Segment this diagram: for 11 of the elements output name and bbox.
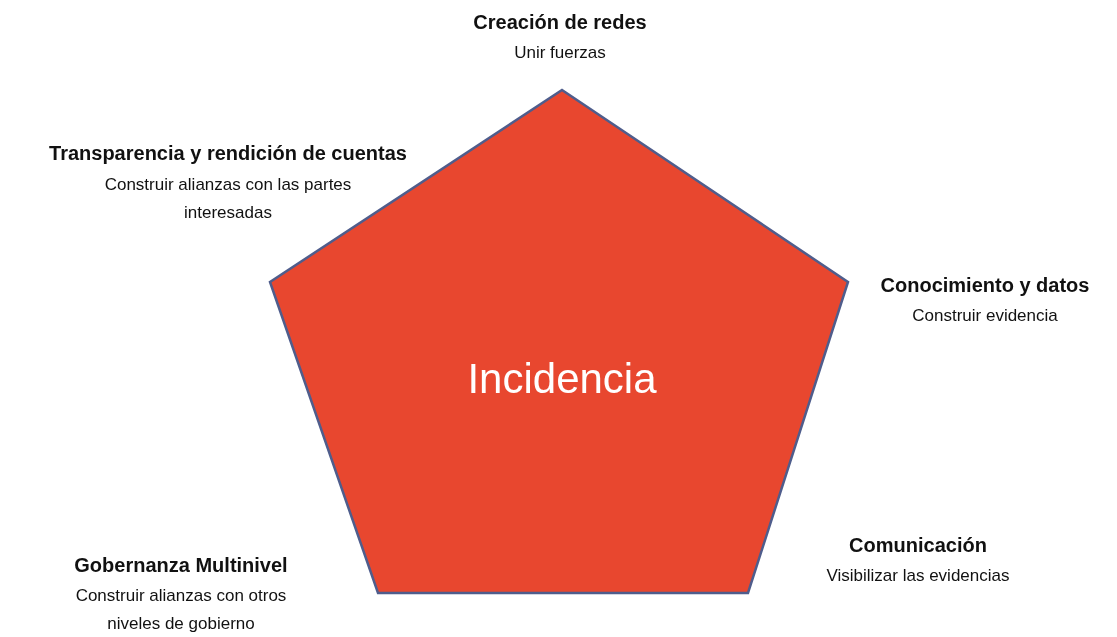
center-title: Incidencia [466, 355, 658, 403]
vertex-heading: Gobernanza Multinivel [73, 553, 289, 578]
vertex-heading: Conocimiento y datos [879, 273, 1091, 298]
vertex-subtitle: Construir alianzas con las partes interesadas [103, 174, 353, 224]
vertex-heading: Transparencia y rendición de cuentas [48, 141, 408, 166]
vertex-subtitle: Unir fuerzas [513, 42, 607, 64]
vertex-subtitle: Visibilizar las evidencias [825, 565, 1011, 587]
vertex-subtitle: Construir alianzas con otros niveles de gobierno [74, 585, 288, 635]
vertex-heading: Creación de redes [472, 10, 648, 35]
vertex-heading: Comunicación [848, 533, 988, 558]
vertex-subtitle: Construir evidencia [911, 305, 1059, 327]
